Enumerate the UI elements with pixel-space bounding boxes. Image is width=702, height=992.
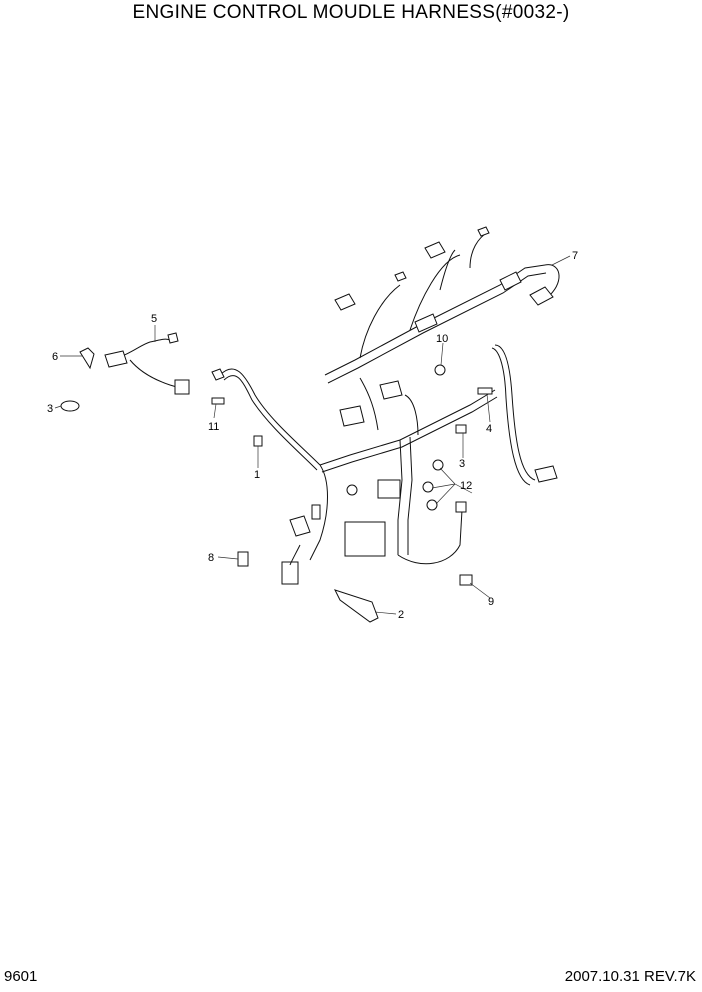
callout-3b: 3 bbox=[459, 458, 465, 470]
callout-7: 7 bbox=[572, 250, 578, 262]
callout-4: 4 bbox=[486, 423, 492, 435]
part-12-nut-a bbox=[432, 459, 444, 471]
callout-12: 12 bbox=[460, 480, 472, 492]
callout-labels: 5 6 3 11 1 8 2 9 10 4 3 12 7 bbox=[47, 250, 578, 621]
left-harness-branch bbox=[211, 368, 328, 585]
date-revision: 2007.10.31 REV.7K bbox=[564, 968, 696, 985]
hardware bbox=[60, 347, 493, 623]
part-10-nut bbox=[434, 364, 446, 376]
center-harness bbox=[319, 344, 558, 565]
callout-8: 8 bbox=[208, 552, 214, 564]
part-8-bolt bbox=[237, 551, 249, 567]
part-2-bracket bbox=[334, 589, 379, 623]
page-code: 9601 bbox=[4, 968, 38, 985]
part-12-nut-b bbox=[422, 481, 434, 493]
callout-5: 5 bbox=[151, 313, 157, 325]
main-harness-upper bbox=[324, 226, 560, 384]
part-4-bolt bbox=[477, 387, 493, 395]
part-12-nut-d bbox=[346, 484, 358, 496]
part-6-clip bbox=[79, 347, 95, 370]
part-11-bolt bbox=[211, 397, 225, 405]
callout-2: 2 bbox=[398, 609, 404, 621]
callout-10: 10 bbox=[436, 333, 448, 345]
callout-3a: 3 bbox=[47, 403, 53, 415]
callout-9: 9 bbox=[488, 596, 494, 608]
callout-6: 6 bbox=[52, 351, 58, 363]
part-3b-bolt bbox=[455, 424, 467, 434]
sensor-harness-5 bbox=[104, 332, 190, 395]
part-1-bolt bbox=[253, 435, 263, 447]
part-9-bolt bbox=[459, 574, 473, 586]
callout-11: 11 bbox=[208, 421, 219, 433]
callout-1: 1 bbox=[254, 469, 260, 481]
page-title: ENGINE CONTROL MOUDLE HARNESS(#0032-) bbox=[132, 2, 570, 23]
part-12-nut-c bbox=[426, 499, 438, 511]
leader-lines bbox=[54, 255, 571, 615]
part-3-clamp bbox=[60, 400, 80, 412]
